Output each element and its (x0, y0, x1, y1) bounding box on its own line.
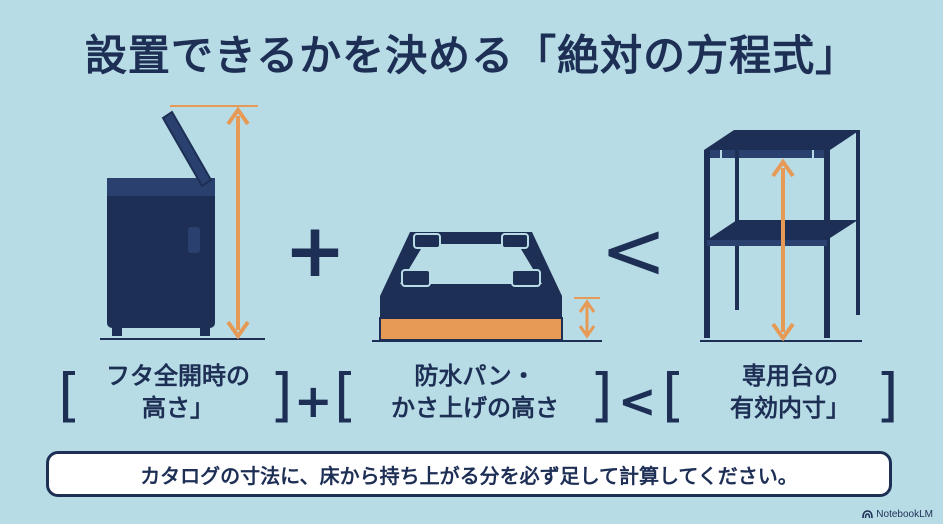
washer-label: フタ全開時の 高さ」 (80, 360, 276, 436)
note-text: カタログの寸法に、床から持ち上がる分を必ず足して計算してください。 (140, 463, 798, 488)
rack-label-line2: 有効内寸」 (730, 394, 850, 422)
lid-height-arrow (170, 105, 258, 340)
raise-height-arrow (574, 297, 600, 339)
pan-label-line1: 防水パン・ (414, 362, 536, 390)
washer-label-line1: フタ全開時の (106, 362, 250, 390)
bracket-open-pan: [ (334, 361, 357, 429)
waterproof-pan-icon (372, 232, 602, 342)
page-title: 設置できるかを決める「絶対の方程式」 (84, 31, 859, 80)
notebooklm-logo-icon (862, 510, 874, 519)
brand: NotebookLM (862, 509, 933, 520)
less-than-operator-large: < (600, 204, 668, 297)
bracket-open-washer: [ (58, 361, 81, 429)
brand-name: NotebookLM (876, 509, 933, 520)
rack-label: [ 専用台の 有効内寸」 (690, 360, 890, 436)
washer-label-line2: 高さ」 (142, 394, 214, 422)
pan-label-line2: かさ上げの高さ (391, 394, 559, 422)
inner-size-arrow (771, 158, 795, 342)
plus-operator-large: + (284, 208, 347, 294)
rack-label-line1-text: 専用台の (742, 362, 838, 390)
bracket-close-pan: ] (590, 361, 613, 429)
bracket-close-washer: ] (270, 361, 293, 429)
washing-machine-icon (100, 110, 265, 340)
pan-label: 防水パン・ かさ上げの高さ (356, 360, 594, 436)
bracket-close-rack: ] (876, 361, 899, 429)
plus-operator: + (294, 374, 333, 428)
less-than-operator: < (618, 374, 657, 428)
bracket-open-rack: [ (662, 361, 685, 429)
note-box: カタログの寸法に、床から持ち上がる分を必ず足して計算してください。 (46, 451, 892, 497)
